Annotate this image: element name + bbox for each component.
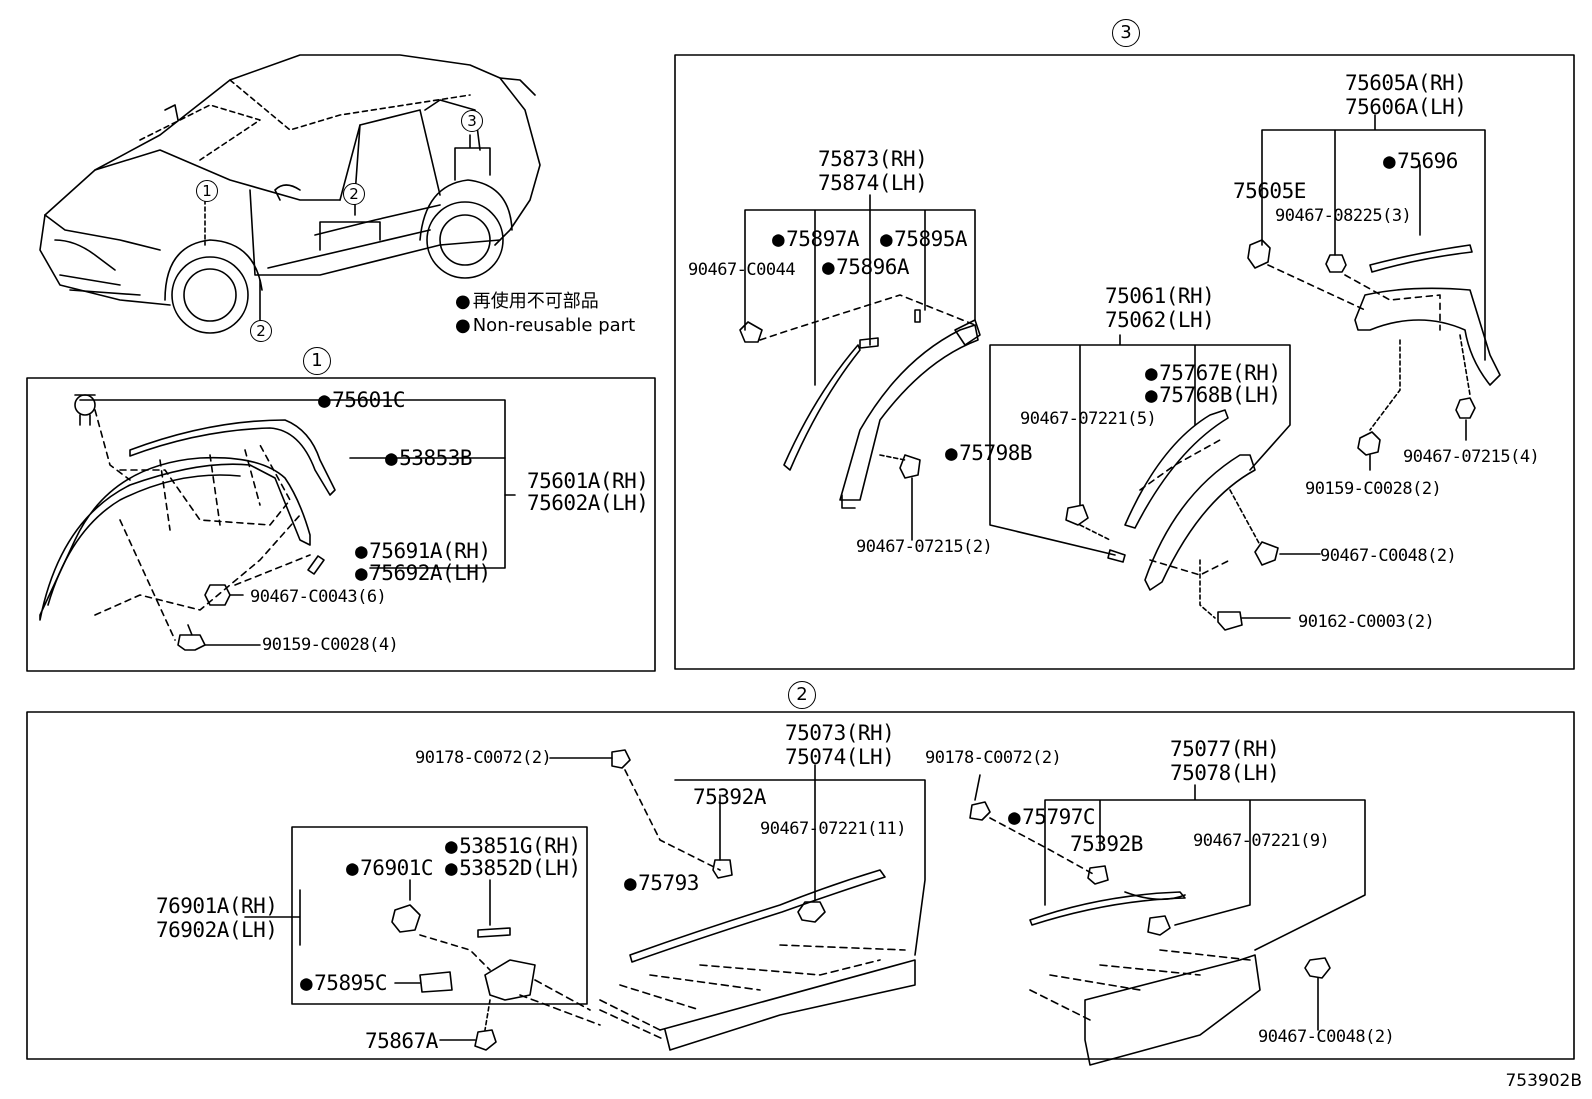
legend-jp: 再使用不可部品 [455,290,599,314]
label-75601C: 75601C [318,389,405,411]
car-marker-1: 1 [196,180,218,202]
part-number: 75798B [959,441,1033,465]
part-number: 53851G(RH) [459,834,581,858]
label-75768B: 75768B(LH) [1145,384,1281,406]
diagram-code: 753902B [1505,1071,1582,1091]
part-number: 75896A [836,255,910,279]
label-75767E: 75767E(RH) [1145,362,1281,384]
legend-en-text: Non-reusable part [472,315,636,336]
legend-jp-text: 再使用不可部品 [472,291,599,312]
label-90467-C0048-2-s3: 90467-C0048(2) [1320,546,1457,566]
car-marker-2-rocker: 2 [250,320,272,342]
label-75074: 75074(LH) [785,745,895,769]
label-75867A: 75867A [365,1029,438,1053]
label-53852D: 53852D(LH) [445,857,581,879]
label-75793: 75793 [624,872,699,894]
label-90159-C0028-2: 90159-C0028(2) [1305,479,1442,499]
part-number: 75601C [332,388,406,412]
label-75062: 75062(LH) [1105,308,1215,332]
part-number: 75793 [638,871,699,895]
part-number: 75797C [1022,805,1096,829]
part-number: 53852D(LH) [459,856,581,880]
label-75897A: 75897A [772,228,859,250]
label-53851G: 53851G(RH) [445,835,581,857]
label-90467-07215-4: 90467-07215(4) [1403,447,1540,467]
part-number: 76901C [360,856,434,880]
label-90467-07215-2: 90467-07215(2) [856,537,993,557]
section-2-drawing [244,749,1366,1066]
label-76902A: 76902A(LH) [156,918,278,942]
section-3-frame [674,54,1575,670]
section-2-frame [26,711,1575,1060]
part-number: 75692A(LH) [369,561,491,585]
label-90467-07221-9: 90467-07221(9) [1193,831,1330,851]
label-76901A: 76901A(RH) [156,894,278,918]
label-75061: 75061(RH) [1105,284,1215,308]
label-90467-C0044: 90467-C0044 [688,260,796,280]
label-75797C: 75797C [1008,806,1095,828]
label-53853B: 53853B [385,447,472,469]
section-1-marker: 1 [303,347,331,375]
vehicle-illustration [39,54,541,334]
legend-en: Non-reusable part [455,314,635,338]
part-number: 75895C [314,971,388,995]
label-75078: 75078(LH) [1170,761,1280,785]
label-75392A: 75392A [693,785,766,809]
label-90178-C0072-b: 90178-C0072(2) [925,748,1062,768]
label-75392B: 75392B [1070,832,1143,856]
label-90162-C0003: 90162-C0003(2) [1298,612,1435,632]
label-75696: 75696 [1383,150,1458,172]
label-90467-C0043: 90467-C0043(6) [250,587,387,607]
label-75691A: 75691A(RH) [355,540,491,562]
part-number: 75897A [786,227,860,251]
section-3-drawing [739,114,1501,631]
label-75798B: 75798B [945,442,1032,464]
section-1-drawing [39,394,516,651]
label-75874: 75874(LH) [818,171,928,195]
car-marker-3: 3 [461,110,483,132]
part-number: 75691A(RH) [369,539,491,563]
label-90178-C0072-a: 90178-C0072(2) [415,748,552,768]
label-75605E: 75605E [1233,179,1306,203]
label-90467-08225: 90467-08225(3) [1275,206,1412,226]
label-75895A: 75895A [880,228,967,250]
part-number: 75768B(LH) [1159,383,1281,407]
section-2-inner-frame [291,826,588,1005]
label-75601A: 75601A(RH) [527,469,649,493]
section-3-marker: 3 [1112,19,1140,47]
label-75602A: 75602A(LH) [527,491,649,515]
car-marker-2-door: 2 [343,183,365,205]
label-75895C: 75895C [300,972,387,994]
part-number: 75895A [894,227,968,251]
label-90159-C0028: 90159-C0028(4) [262,635,399,655]
label-90467-07221-11: 90467-07221(11) [760,819,907,839]
label-75606A: 75606A(LH) [1345,95,1467,119]
label-75692A: 75692A(LH) [355,562,491,584]
part-number: 53853B [399,446,473,470]
label-76901C: 76901C [346,857,433,879]
label-75873: 75873(RH) [818,147,928,171]
label-90467-07221-5: 90467-07221(5) [1020,409,1157,429]
label-75073: 75073(RH) [785,721,895,745]
section-2-marker: 2 [788,681,816,709]
label-75896A: 75896A [822,256,909,278]
part-number: 75767E(RH) [1159,361,1281,385]
part-number: 75696 [1397,149,1458,173]
label-75077: 75077(RH) [1170,737,1280,761]
section-1-frame [26,377,656,672]
label-75605A: 75605A(RH) [1345,71,1467,95]
label-90467-C0048-2-s2: 90467-C0048(2) [1258,1027,1395,1047]
